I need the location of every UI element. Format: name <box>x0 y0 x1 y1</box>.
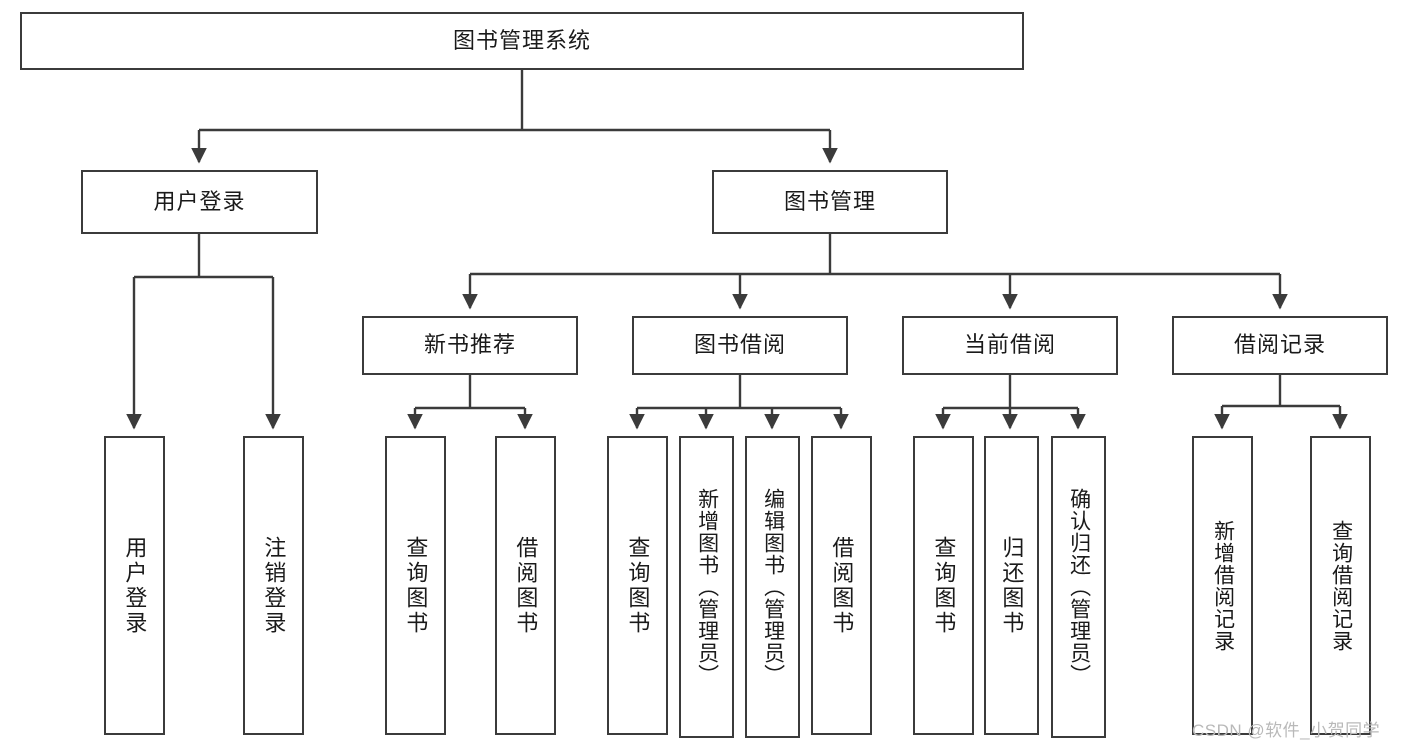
leaf-confirm-return-admin[interactable]: 确认归还（管理员） <box>1051 436 1106 738</box>
node-label: 图书借阅 <box>693 332 786 358</box>
leaf-query-book-borrow[interactable]: 查询图书 <box>607 436 668 735</box>
node-borrow-record[interactable]: 借阅记录 <box>1172 316 1388 375</box>
node-book-borrow[interactable]: 图书借阅 <box>632 316 848 375</box>
node-current-borrow[interactable]: 当前借阅 <box>902 316 1118 375</box>
node-label: 编辑图书（管理员） <box>761 488 785 686</box>
node-label: 查询借阅记录 <box>1329 519 1353 652</box>
node-label: 归还图书 <box>999 535 1025 636</box>
node-label: 查询图书 <box>931 535 957 636</box>
leaf-return-book[interactable]: 归还图书 <box>984 436 1039 735</box>
node-label: 新增图书（管理员） <box>695 488 719 686</box>
csdn-watermark: CSDN @软件_小贺同学 <box>1192 721 1381 740</box>
leaf-user-login[interactable]: 用户登录 <box>104 436 165 735</box>
node-label: 用户登录 <box>122 535 148 636</box>
node-book-management[interactable]: 图书管理 <box>712 170 948 234</box>
node-label: 用户登录 <box>153 188 246 214</box>
leaf-query-borrow-record[interactable]: 查询借阅记录 <box>1310 436 1371 735</box>
leaf-logout-login[interactable]: 注销登录 <box>243 436 304 735</box>
node-label: 借阅图书 <box>513 535 539 636</box>
leaf-query-book-current[interactable]: 查询图书 <box>913 436 974 735</box>
node-label: 查询图书 <box>625 535 651 636</box>
node-label: 图书管理 <box>783 188 876 214</box>
node-new-book-recommend[interactable]: 新书推荐 <box>362 316 578 375</box>
node-label: 确认归还（管理员） <box>1067 488 1091 686</box>
leaf-add-borrow-record[interactable]: 新增借阅记录 <box>1192 436 1253 735</box>
node-label: 借阅记录 <box>1233 332 1326 358</box>
leaf-add-book-admin[interactable]: 新增图书（管理员） <box>679 436 734 738</box>
node-label: 注销登录 <box>261 535 287 636</box>
node-label: 图书管理系统 <box>452 27 591 53</box>
node-user-login[interactable]: 用户登录 <box>81 170 318 234</box>
leaf-borrow-book-recommend[interactable]: 借阅图书 <box>495 436 556 735</box>
node-root-system[interactable]: 图书管理系统 <box>20 12 1024 70</box>
node-label: 新书推荐 <box>423 332 516 358</box>
leaf-borrow-book[interactable]: 借阅图书 <box>811 436 872 735</box>
node-label: 新增借阅记录 <box>1211 519 1235 652</box>
node-label: 查询图书 <box>403 535 429 636</box>
leaf-edit-book-admin[interactable]: 编辑图书（管理员） <box>745 436 800 738</box>
node-label: 当前借阅 <box>963 332 1056 358</box>
node-label: 借阅图书 <box>829 535 855 636</box>
leaf-query-book-recommend[interactable]: 查询图书 <box>385 436 446 735</box>
